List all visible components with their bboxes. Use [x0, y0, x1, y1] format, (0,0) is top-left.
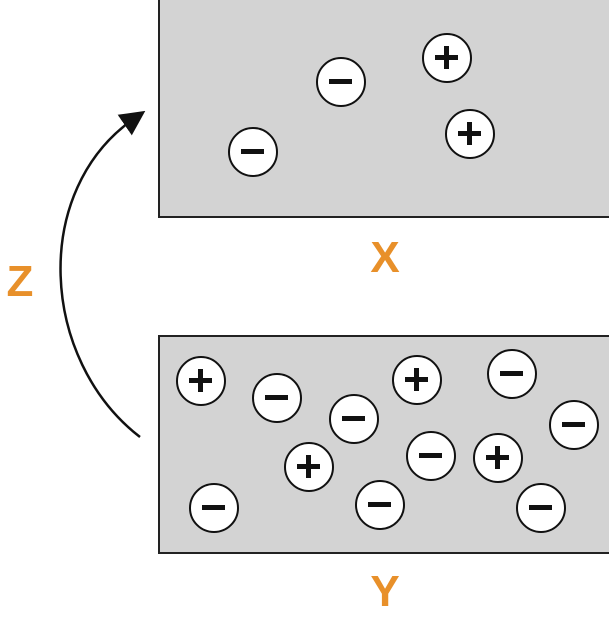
- positive-ion-icon: [176, 356, 226, 406]
- negative-ion-icon: [316, 57, 366, 107]
- positive-ion-icon: [392, 355, 442, 405]
- negative-ion-icon: [228, 127, 278, 177]
- negative-ion-icon: [487, 349, 537, 399]
- box-x: [158, 0, 609, 218]
- negative-ion-icon: [516, 483, 566, 533]
- positive-ion-icon: [284, 442, 334, 492]
- label-y: Y: [370, 567, 400, 616]
- label-z: Z: [6, 257, 34, 306]
- negative-ion-icon: [252, 373, 302, 423]
- negative-ion-icon: [329, 394, 379, 444]
- positive-ion-icon: [473, 433, 523, 483]
- negative-ion-icon: [189, 483, 239, 533]
- negative-ion-icon: [406, 431, 456, 481]
- positive-ion-icon: [422, 33, 472, 83]
- positive-ion-icon: [445, 109, 495, 159]
- label-x: X: [370, 233, 400, 282]
- negative-ion-icon: [355, 480, 405, 530]
- negative-ion-icon: [549, 400, 599, 450]
